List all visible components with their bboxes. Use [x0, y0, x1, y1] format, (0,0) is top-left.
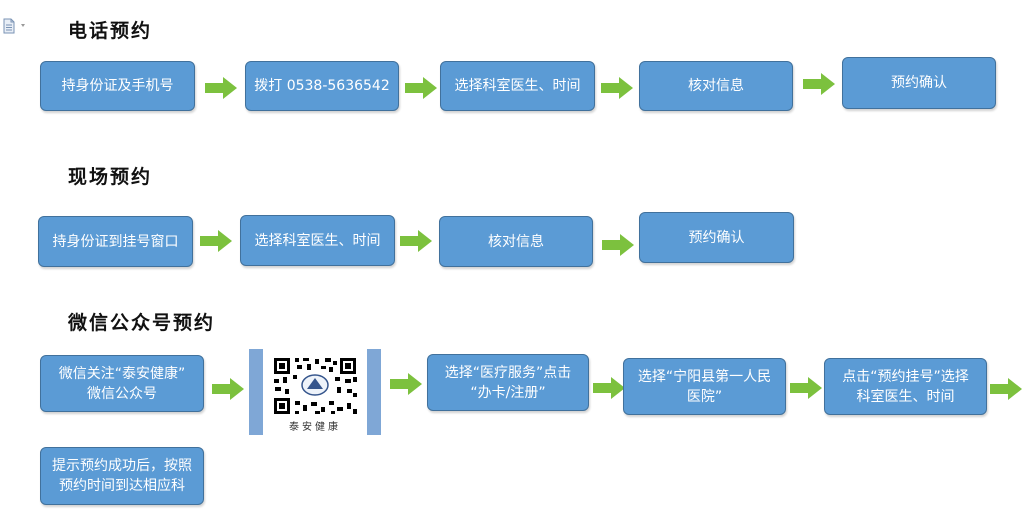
wechat-step-3: 选择“宁阳县第一人民 医院” [623, 358, 786, 415]
right-arrow-icon [200, 230, 232, 252]
right-arrow-icon [205, 77, 237, 99]
onsite-step-1: 持身份证到挂号窗口 [38, 216, 193, 267]
onsite-step-2: 选择科室医生、时间 [240, 215, 395, 266]
phone-step-4: 核对信息 [639, 61, 793, 111]
qr-caption: 泰安健康 [289, 422, 341, 433]
right-arrow-icon [390, 373, 422, 395]
phone-step-2: 拨打 0538-5636542 [245, 61, 399, 111]
right-arrow-icon [990, 378, 1022, 400]
phone-step-3: 选择科室医生、时间 [440, 61, 595, 111]
right-arrow-icon [405, 77, 437, 99]
wechat-step-2: 选择“医疗服务”点击 “办卡/注册” [427, 354, 589, 411]
right-arrow-icon [212, 378, 244, 400]
right-arrow-icon [601, 77, 633, 99]
qr-code-card: 泰安健康 [249, 349, 381, 435]
right-arrow-icon [400, 230, 432, 252]
onsite-step-4: 预约确认 [639, 212, 794, 263]
right-arrow-icon [602, 234, 634, 256]
wechat-step-5: 提示预约成功后，按照 预约时间到达相应科 [40, 447, 204, 505]
section-title-wechat: 微信公众号预约 [68, 312, 216, 334]
onsite-step-3: 核对信息 [439, 216, 593, 267]
right-arrow-icon [593, 377, 625, 399]
document-icon[interactable] [2, 18, 30, 34]
phone-step-5: 预约确认 [842, 57, 996, 109]
right-arrow-icon [790, 377, 822, 399]
section-title-onsite: 现场预约 [68, 166, 153, 188]
wechat-step-4: 点击“预约挂号”选择 科室医生、时间 [824, 358, 987, 415]
phone-step-1: 持身份证及手机号 [40, 61, 195, 111]
qr-code-icon [271, 355, 359, 417]
wechat-step-1: 微信关注“泰安健康” 微信公众号 [40, 355, 204, 412]
right-arrow-icon [803, 73, 835, 95]
section-title-phone: 电话预约 [68, 20, 153, 42]
